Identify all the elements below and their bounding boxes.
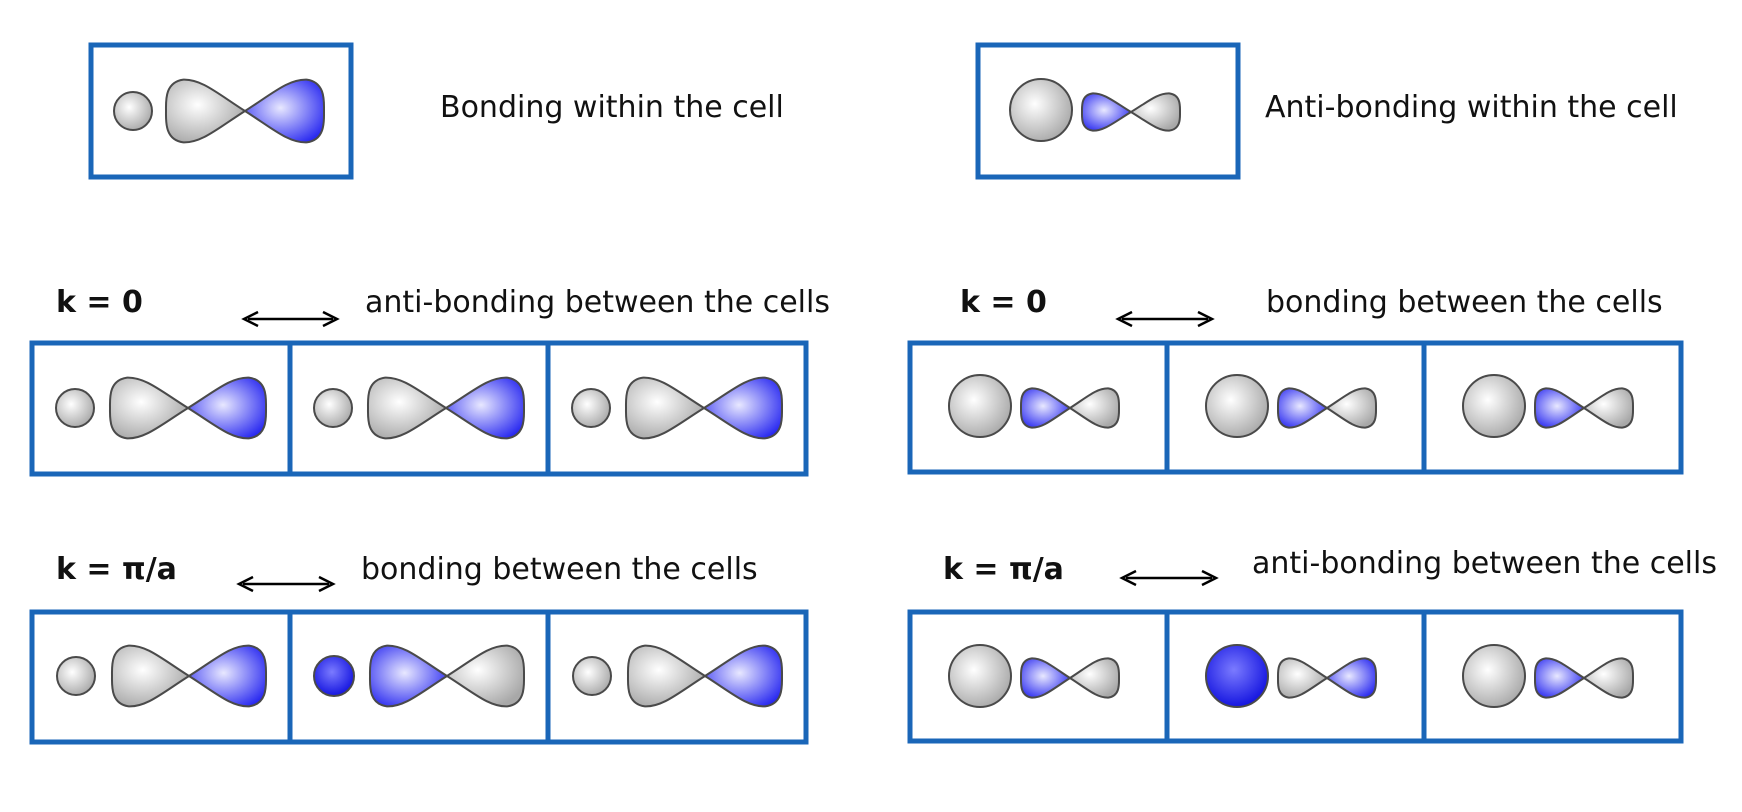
right-row1-k-label: k = 0 <box>960 285 1047 320</box>
right-row1-cell-2-s-orbital <box>1205 374 1269 438</box>
left-row2-cell-1-p-orbital-left-lobe <box>110 644 191 708</box>
right-row2-cell-1-p-orbital-left-lobe <box>1019 657 1072 699</box>
right-row2-cell-1-p-orbital-right-lobe <box>1068 657 1121 699</box>
right-row2-relation-label: anti-bonding between the cells <box>1252 546 1717 581</box>
left-row1-cell-2-p-orbital-left-lobe <box>366 376 448 440</box>
left-row1-cell-1-s-orbital <box>55 388 95 428</box>
right-row2-arrow <box>1119 569 1219 587</box>
right-row2-cell-2-s-orbital <box>1205 644 1269 708</box>
left-row2-cell-1-p-orbital-right-lobe <box>187 644 268 708</box>
left-row2-cell-2-p-orbital-right-lobe <box>445 644 526 708</box>
bonding-cell-p-orbital-left-lobe <box>164 78 247 144</box>
right-row1-cell-3-frame <box>1421 340 1684 475</box>
left-row1-cell-3-s-orbital <box>571 388 611 428</box>
right-row1-cell-1-p-orbital-left-lobe <box>1019 387 1072 429</box>
right-row2-cell-1-s-orbital <box>948 644 1012 708</box>
left-row2-arrow-right-head <box>318 575 336 593</box>
left-row1-k-label: k = 0 <box>56 285 143 320</box>
right-row1-cell-1-s-orbital <box>948 374 1012 438</box>
bonding-cell-frame <box>88 42 354 180</box>
left-row2-cell-3-frame <box>545 609 809 745</box>
bonding-cell-s-orbital <box>113 91 153 131</box>
arrows <box>236 310 1219 593</box>
antibonding-within-cell-label: Anti-bonding within the cell <box>1265 90 1678 125</box>
right-row2-arrow-right-head <box>1201 569 1219 587</box>
antibonding-cell-p-orbital-right-lobe <box>1129 92 1182 132</box>
right-row2-cell-3-p-orbital-left-lobe <box>1533 657 1586 699</box>
left-row1-cell-1-p-orbital-right-lobe <box>186 376 268 440</box>
right-row2-cell-3-frame <box>1421 609 1684 744</box>
left-row1-arrow <box>241 310 340 328</box>
right-row2-cell-2-p-orbital-right-lobe <box>1325 657 1378 699</box>
right-row2-cell-3-p-orbital-right-lobe <box>1582 657 1635 699</box>
left-row1-arrow-right-head <box>322 310 340 328</box>
right-row2-arrow-left-head <box>1119 569 1137 587</box>
right-row1-cell-1-p-orbital-right-lobe <box>1068 387 1121 429</box>
right-row2-cell-3-s-orbital <box>1462 644 1526 708</box>
unit-cell-frames <box>29 42 1684 745</box>
left-row1-relation-label: anti-bonding between the cells <box>365 285 830 320</box>
right-row2-k-label: k = π/a <box>943 552 1064 587</box>
right-row1-cell-3-p-orbital-right-lobe <box>1582 387 1635 429</box>
left-row2-relation-label: bonding between the cells <box>361 552 758 587</box>
left-row2-cell-1-s-orbital <box>56 656 96 696</box>
right-row1-arrow-right-head <box>1197 310 1215 328</box>
right-row1-cell-3-p-orbital-left-lobe <box>1533 387 1586 429</box>
left-row2-cell-2-p-orbital-left-lobe <box>368 644 449 708</box>
right-row2-cell-2-p-orbital-left-lobe <box>1276 657 1329 699</box>
left-row2-arrow <box>236 575 336 593</box>
left-row1-cell-3-p-orbital-right-lobe <box>702 376 784 440</box>
left-row1-cell-3-p-orbital-left-lobe <box>624 376 706 440</box>
right-row1-relation-label: bonding between the cells <box>1266 285 1663 320</box>
right-row1-arrow-left-head <box>1115 310 1133 328</box>
left-row2-cell-2-s-orbital <box>313 655 355 697</box>
right-row1-cell-2-p-orbital-right-lobe <box>1325 387 1378 429</box>
left-row1-cell-2-s-orbital <box>313 388 353 428</box>
left-row1-cell-3-frame <box>545 340 809 477</box>
left-row2-cell-3-s-orbital <box>572 656 612 696</box>
left-row2-cell-3-p-orbital-right-lobe <box>703 644 784 708</box>
left-row1-cell-1-p-orbital-left-lobe <box>108 376 190 440</box>
left-row2-arrow-left-head <box>236 575 254 593</box>
bonding-within-cell-label: Bonding within the cell <box>440 90 784 125</box>
antibonding-cell-frame <box>975 42 1241 180</box>
left-row1-cell-2-p-orbital-right-lobe <box>444 376 526 440</box>
bonding-cell-p-orbital-right-lobe <box>243 78 326 144</box>
right-row1-arrow <box>1115 310 1215 328</box>
antibonding-cell-p-orbital-left-lobe <box>1080 92 1133 132</box>
left-row2-k-label: k = π/a <box>56 552 177 587</box>
right-row1-cell-3-s-orbital <box>1462 374 1526 438</box>
right-row1-cell-2-p-orbital-left-lobe <box>1276 387 1329 429</box>
orbitals <box>55 78 1635 708</box>
antibonding-cell-s-orbital <box>1009 78 1073 142</box>
left-row2-cell-3-p-orbital-left-lobe <box>626 644 707 708</box>
left-row1-arrow-left-head <box>241 310 259 328</box>
